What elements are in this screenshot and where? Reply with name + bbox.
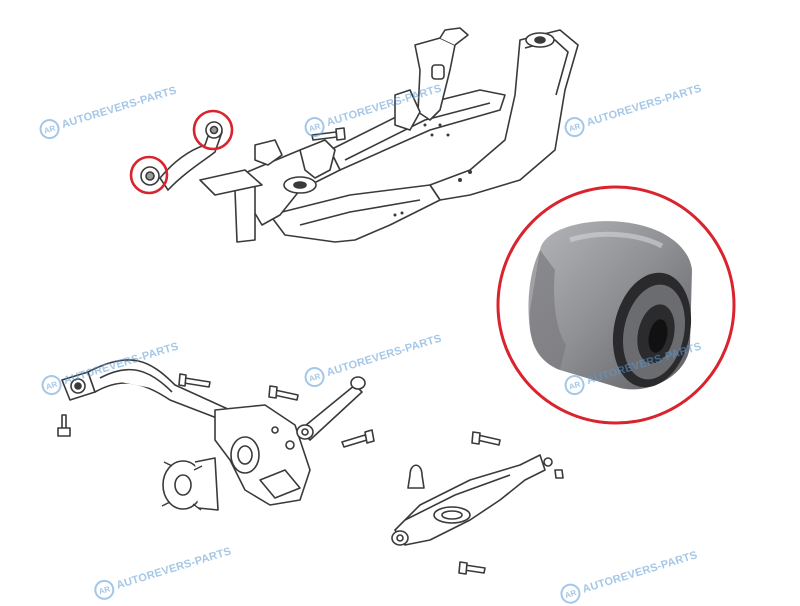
silent-block-bushing-photo	[496, 185, 736, 425]
lower-control-arm-drawing	[391, 431, 564, 575]
toe-link-drawing	[268, 376, 375, 448]
upper-control-arm-drawing	[140, 121, 223, 192]
highlight-circle-left	[129, 155, 169, 195]
watermark-logo: AR	[557, 581, 583, 606]
subframe-drawing	[199, 27, 579, 243]
trailing-arm-knuckle-drawing	[57, 359, 311, 511]
highlight-circle-right	[192, 109, 234, 151]
